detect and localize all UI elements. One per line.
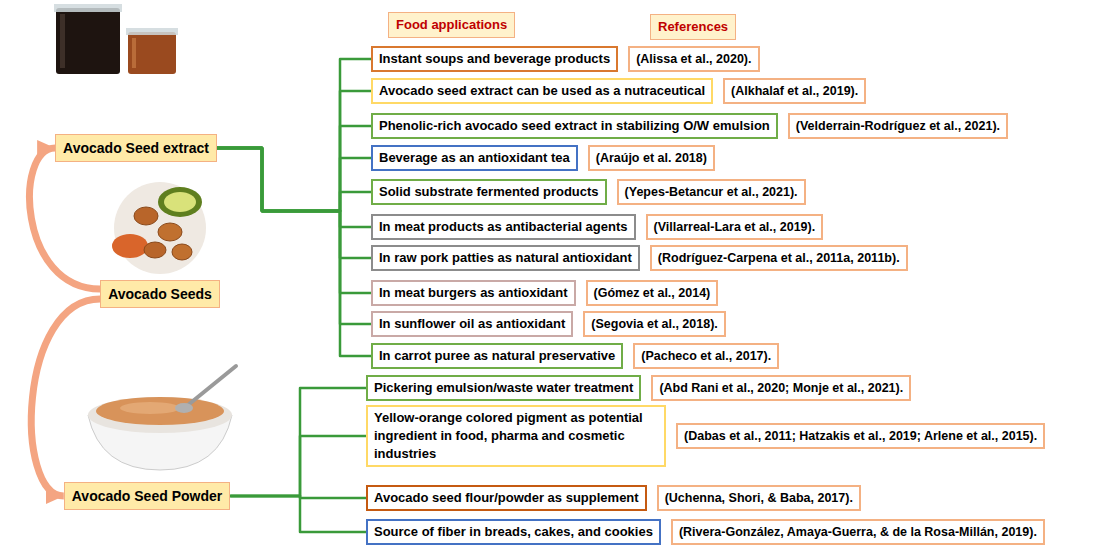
bracket-connector (230, 496, 366, 532)
application-box: In sunflower oil as antioxidant (371, 311, 573, 337)
application-box: Yellow-orange colored pigment as potenti… (366, 405, 666, 467)
node-text: (Segovia et al., 2018). (591, 315, 717, 333)
reference-box: (Yepes-Betancur et al., 2021). (617, 179, 806, 205)
node-text: (Yepes-Betancur et al., 2021). (625, 183, 798, 201)
reference-box: (Dabas et al., 2011; Hatzakis et al., 20… (676, 423, 1045, 449)
application-box: Instant soups and beverage products (371, 46, 618, 72)
node-text: (Pacheco et al., 2017). (641, 347, 771, 365)
node-text: Yellow-orange colored pigment as potenti… (374, 409, 658, 463)
reference-box: (Gómez et al., 2014) (586, 280, 719, 306)
node-text: Avocado Seed Powder (72, 487, 222, 505)
node-text: Avocado Seeds (108, 285, 212, 303)
node-text: (Dabas et al., 2011; Hatzakis et al., 20… (684, 427, 1037, 445)
application-box: In raw pork patties as natural antioxida… (371, 245, 640, 271)
application-box: Avocado seed extract can be used as a nu… (371, 78, 713, 104)
node-text: (Uchenna, Shori, & Baba, 2017). (665, 489, 853, 507)
bracket-connector (217, 148, 371, 356)
process-arrow (31, 299, 100, 496)
reference-box: (Pacheco et al., 2017). (633, 343, 779, 369)
node-text: In meat products as antibacterial agents (379, 218, 628, 236)
node-text: Avocado Seed extract (63, 139, 209, 157)
bracket-connector (217, 148, 371, 227)
bracket-connector (217, 91, 371, 211)
reference-box: (Araújo et al. 2018) (588, 145, 715, 171)
column-header: References (650, 14, 736, 40)
reference-box: (Rodríguez-Carpena et al., 2011a, 2011b)… (650, 245, 908, 271)
application-box: Avocado seed flour/powder as supplement (366, 485, 647, 511)
extract-beakers (54, 4, 178, 74)
bracket-connector (217, 148, 371, 324)
bracket-connector (217, 148, 371, 211)
application-box: Phenolic-rich avocado seed extract in st… (371, 113, 778, 139)
reference-box: (Abd Rani et al., 2020; Monje et al., 20… (651, 375, 911, 401)
node-text: In sunflower oil as antioxidant (379, 315, 565, 333)
node-text: Source of fiber in breads, cakes, and co… (374, 523, 653, 541)
column-header: Food applications (388, 12, 515, 38)
node-text: (Gómez et al., 2014) (594, 284, 711, 302)
source-label: Avocado Seed Powder (64, 482, 230, 510)
node-text: Instant soups and beverage products (379, 50, 610, 68)
node-text: (Araújo et al. 2018) (596, 149, 707, 167)
node-text: (Alissa et al., 2020). (636, 50, 751, 68)
reference-box: (Alkhalaf et al., 2019). (723, 78, 866, 104)
node-text: (Rivera-González, Amaya-Guerra, & de la … (679, 523, 1037, 541)
reference-box: (Uchenna, Shori, & Baba, 2017). (657, 485, 861, 511)
node-text: Pickering emulsion/waste water treatment (374, 379, 633, 397)
application-box: Source of fiber in breads, cakes, and co… (366, 519, 661, 545)
application-box: In carrot puree as natural preservative (371, 343, 623, 369)
bracket-connector (217, 148, 371, 293)
application-box: In meat products as antibacterial agents (371, 214, 636, 240)
node-text: Solid substrate fermented products (379, 183, 599, 201)
node-text: (Villarreal-Lara et al., 2019). (654, 218, 816, 236)
node-text: Avocado seed flour/powder as supplement (374, 489, 639, 507)
reference-box: (Segovia et al., 2018). (583, 311, 725, 337)
node-text: In raw pork patties as natural antioxida… (379, 249, 632, 267)
reference-box: (Alissa et al., 2020). (628, 46, 759, 72)
node-text: (Rodríguez-Carpena et al., 2011a, 2011b)… (658, 249, 900, 267)
node-text: References (658, 18, 728, 36)
application-box: Beverage as an antioxidant tea (371, 145, 578, 171)
node-text: (Abd Rani et al., 2020; Monje et al., 20… (659, 379, 903, 397)
bracket-connector (217, 148, 371, 211)
node-text: (Alkhalaf et al., 2019). (731, 82, 858, 100)
node-text: In meat burgers as antioxidant (379, 284, 568, 302)
avocado-seeds-plate (112, 182, 206, 274)
node-text: Avocado seed extract can be used as a nu… (379, 82, 705, 100)
node-text: Phenolic-rich avocado seed extract in st… (379, 117, 770, 135)
bracket-connector (230, 388, 366, 496)
node-text: Food applications (396, 16, 507, 34)
avocado-powder-bowl (88, 366, 236, 470)
reference-box: (Rivera-González, Amaya-Guerra, & de la … (671, 519, 1045, 545)
process-arrow (30, 148, 101, 289)
node-text: In carrot puree as natural preservative (379, 347, 615, 365)
bracket-connector (217, 59, 371, 211)
reference-box: (Velderrain-Rodríguez et al., 2021). (788, 113, 1008, 139)
application-box: Pickering emulsion/waste water treatment (366, 375, 641, 401)
bracket-connector (230, 436, 366, 496)
application-box: In meat burgers as antioxidant (371, 280, 576, 306)
bracket-connector (217, 148, 371, 258)
application-box: Solid substrate fermented products (371, 179, 607, 205)
reference-box: (Villarreal-Lara et al., 2019). (646, 214, 824, 240)
node-text: (Velderrain-Rodríguez et al., 2021). (796, 117, 1000, 135)
source-label: Avocado Seeds (100, 280, 220, 308)
node-text: Beverage as an antioxidant tea (379, 149, 570, 167)
bracket-connector (217, 126, 371, 211)
source-label: Avocado Seed extract (55, 134, 217, 162)
